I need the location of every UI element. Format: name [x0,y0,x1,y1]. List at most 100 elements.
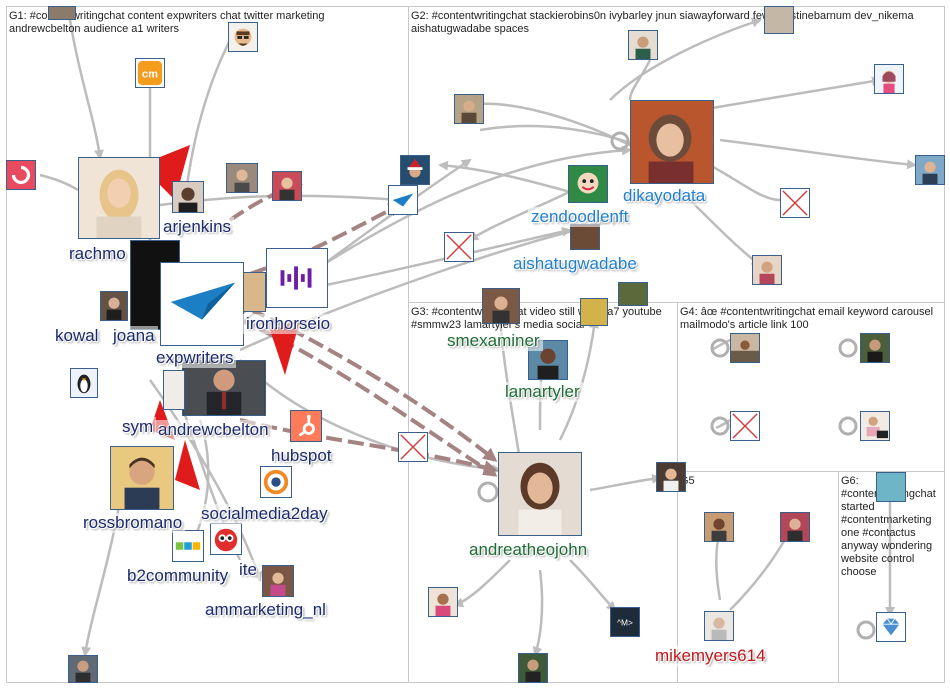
expwriters-logo-node[interactable] [160,262,244,346]
cartoon-avatar-node[interactable] [228,22,258,52]
group-title-g2: G2: #contentwritingchat stackierobins0n … [411,10,917,35]
expwriters-small-node[interactable] [388,185,418,215]
woman-avatar-icon [631,101,713,183]
andreatheojohn-avatar-node[interactable] [498,452,582,536]
avatar-node-g3-bottom[interactable] [518,653,548,683]
avatar-node-g5-b[interactable] [780,512,810,542]
broken-image-node-g4[interactable] [730,411,760,441]
edge [569,559,617,612]
node-label-kowal: kowal [52,326,102,346]
rachmo-avatar-node[interactable] [78,157,160,239]
avatar-node-g2-c[interactable] [570,224,600,250]
avatar-node-g5-a[interactable] [704,512,734,542]
avatar-node-g3-right[interactable] [656,462,686,492]
smexaminer-logo-node[interactable] [482,288,520,324]
am-logo-icon: ^M> [617,618,633,628]
b2community-logo-node[interactable] [172,530,204,562]
avatar-node-g2-a[interactable] [628,30,658,60]
avatar-node-g4-a[interactable] [730,333,760,363]
person-avatar-icon [273,172,301,200]
self-loop [710,338,730,358]
doodle-avatar-icon [569,166,607,202]
avatar-node-g6-top[interactable] [876,472,906,502]
node-label-ammarketing-nl: ammarketing_nl [202,600,329,620]
cm-logo-node[interactable]: cm [135,58,165,88]
socialmedia2day-logo-node[interactable] [260,466,292,498]
avatar-node-g4-c[interactable] [860,411,890,441]
edge [558,318,599,441]
avatar-node-blonde-small[interactable] [242,272,266,312]
edge [39,173,79,192]
am-logo-node[interactable]: ^M> [610,607,640,637]
person-avatar-icon [227,164,257,192]
rossbromano-avatar-node[interactable] [110,446,174,510]
cm-logo-icon: cm [137,60,163,86]
cartoon-girl-node[interactable] [874,64,904,94]
avatar-node-g4-b[interactable] [860,333,890,363]
person-avatar-icon [519,654,547,682]
avatar-node-top-left[interactable] [48,6,76,20]
avatar-node-g1-a[interactable] [226,163,258,193]
person-avatar-icon [861,334,889,362]
diamond-logo-icon [882,618,900,636]
node-label-rossbromano: rossbromano [80,513,186,533]
person-avatar-icon [101,292,127,320]
edge [589,473,662,492]
landscape-avatar-icon [731,334,759,362]
avatar-node-g1-b[interactable] [272,171,302,201]
santa-avatar-node[interactable] [400,155,430,185]
edge [729,528,792,611]
group-title-g4: G4: âœ #contentwritingchat email keyword… [680,306,937,331]
self-loop [710,416,730,436]
node-label-andrewcbelton: andrewcbelton [155,420,272,440]
person-avatar-icon [916,156,944,184]
mikemyers614-avatar-node[interactable] [704,611,734,641]
arjenkins-avatar-node[interactable] [172,181,204,213]
kowal-avatar-node[interactable] [100,291,128,321]
ite-logo-node[interactable] [210,523,242,555]
cm-logo-text: cm [142,69,158,81]
edge [715,419,731,430]
person-avatar-icon [173,182,203,212]
group-panel-g6 [838,471,945,683]
man-in-suit-avatar-icon [183,361,265,415]
person-avatar-icon [781,513,809,541]
man-avatar-icon [705,612,733,640]
dikayodata-avatar-node[interactable] [630,100,714,184]
self-loop [610,131,630,151]
hubspot-logo-node[interactable] [290,410,322,442]
red-logo-node[interactable] [6,160,36,190]
avatar-node-g2-right[interactable] [915,155,945,185]
node-label-joana: joana [110,326,158,346]
avatar-node-g1-bird[interactable] [70,368,98,398]
edge [699,76,882,112]
andrewcbelton-avatar-node[interactable] [182,360,266,416]
gem-logo-node[interactable] [876,612,906,642]
node-label-smexaminer: smexaminer [444,331,543,351]
avatar-node-g3-a[interactable] [580,298,608,326]
avatar-node-g2-e[interactable] [618,282,648,306]
node-label-ironhorseio: ironhorseio [243,314,334,334]
woman-avatar-icon [499,453,581,535]
node-label-mikemyers614: mikemyers614 [652,646,769,666]
avatar-node-g2-b[interactable] [454,94,484,124]
broken-image-node-g3[interactable] [398,432,428,462]
avatar-node-g2-top[interactable] [764,6,794,34]
ironhorseio-logo-node[interactable] [266,248,328,308]
b2community-logo-icon [175,542,201,550]
avatar-node-g2-d[interactable] [752,255,782,285]
zendoodlenft-avatar-node[interactable] [568,165,608,203]
avatar-node-small-white[interactable] [163,370,185,410]
avatar-node-bottom-left[interactable] [68,655,98,683]
cartoon-face-icon [234,28,252,46]
broken-image-node-g2-a[interactable] [780,188,810,218]
broken-image-node-g2-b[interactable] [444,232,474,262]
person-avatar-icon [705,513,733,541]
blonde-woman-avatar-icon [79,158,159,238]
node-label-dikayodata: dikayodata [620,186,709,206]
edge [181,39,232,202]
ammarketing-avatar-node[interactable] [262,565,294,597]
self-loop [838,416,858,436]
avatar-node-g3-b[interactable] [428,587,458,617]
